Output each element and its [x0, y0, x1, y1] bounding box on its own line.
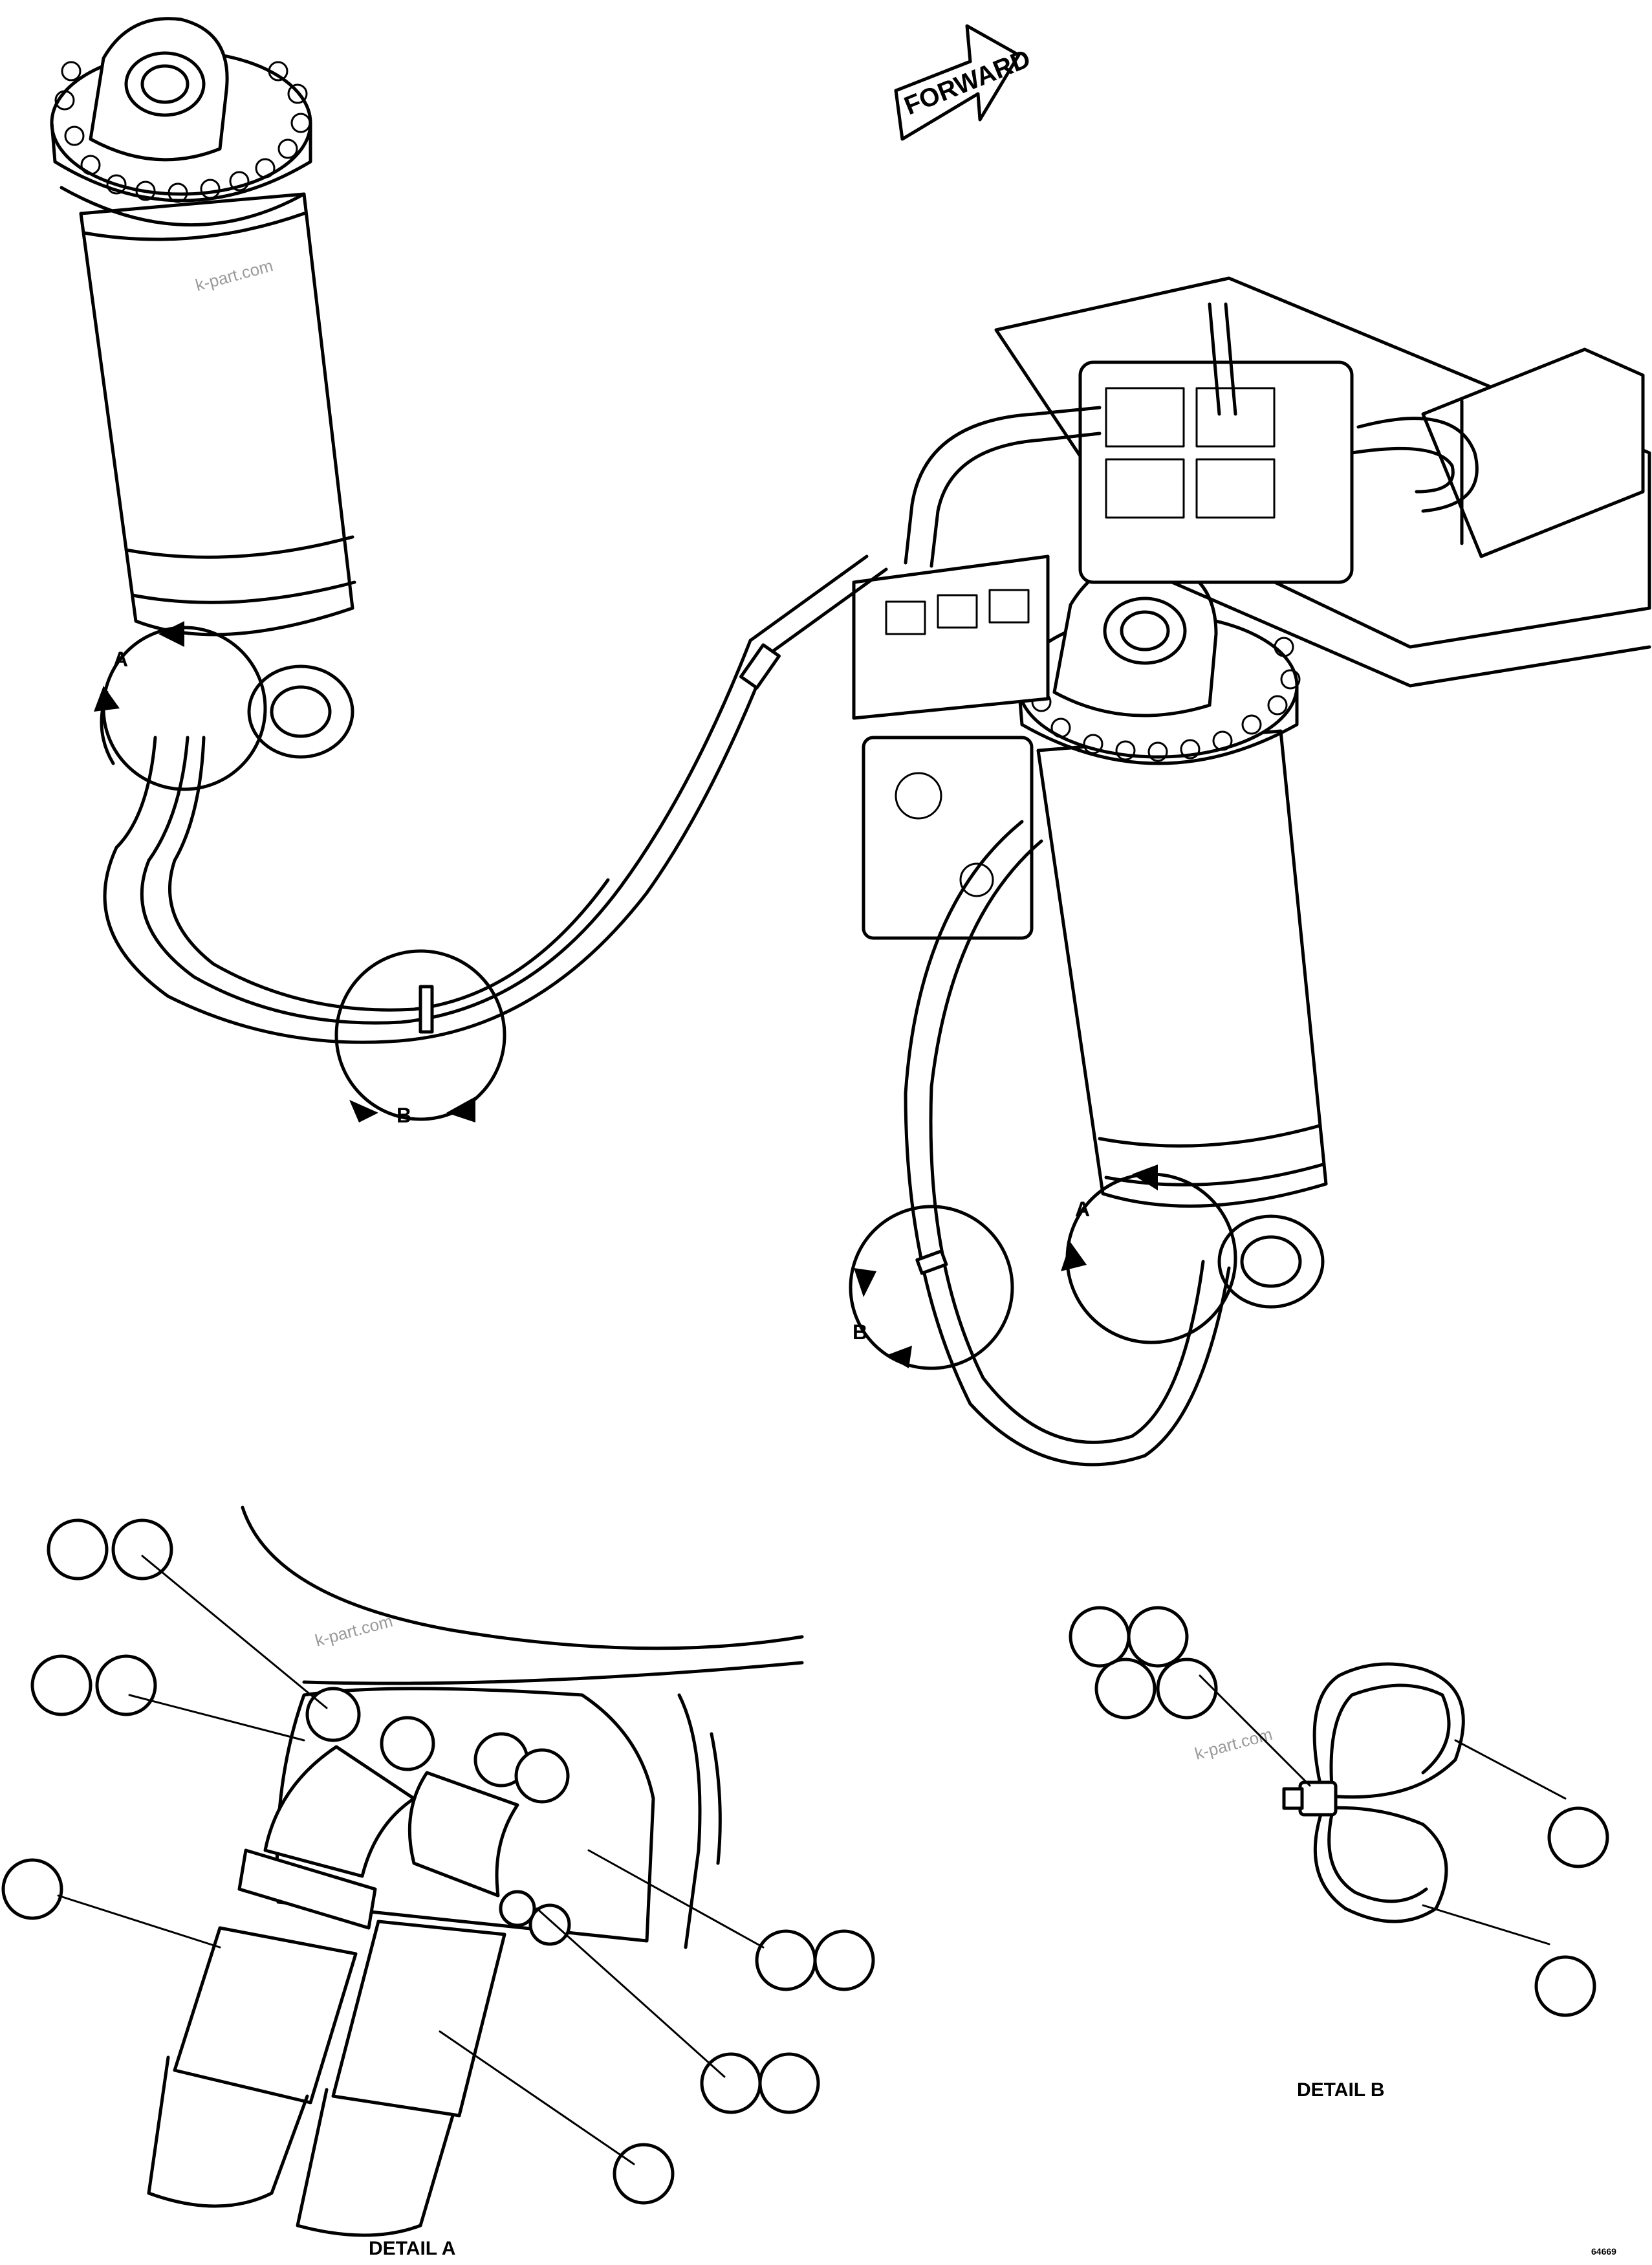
callout-a-8: [700, 2052, 762, 2114]
callout-a-4: [95, 1654, 157, 1716]
right-hydraulic-cylinder: [1017, 558, 1328, 1309]
detail-a-marker-left: A: [94, 621, 267, 791]
detail-a-title: DETAIL A: [369, 2238, 455, 2259]
detail-a-leaders: [57, 1555, 765, 2165]
detail-a-callouts: [1, 1518, 875, 2205]
detail-a-view: k-part.com: [147, 1505, 804, 2237]
valve-frame-assembly: [852, 276, 1651, 940]
callout-b-1: [1069, 1606, 1131, 1668]
callout-a-5: [1, 1858, 63, 1920]
detail-b-marker-right: B: [849, 1205, 1014, 1370]
callout-a-7: [813, 1929, 875, 1991]
callout-b-2: [1127, 1606, 1189, 1668]
detail-b-view: k-part.com: [1193, 1662, 1465, 1923]
callout-b-5: [1547, 1806, 1609, 1868]
callout-b-6: [1534, 1955, 1596, 2017]
detail-b-marker-left: B: [334, 949, 506, 1127]
callout-b-4: [1156, 1658, 1218, 1720]
detail-b-label-left: B: [397, 1104, 411, 1127]
flange-bolts: [54, 61, 311, 203]
detail-b-leaders: [1199, 1674, 1567, 1945]
callout-a-1: [47, 1518, 109, 1581]
callout-a-10: [613, 2143, 675, 2205]
detail-b-title: DETAIL B: [1297, 2079, 1385, 2101]
detail-a-label-left: A: [113, 648, 128, 671]
callout-b-3: [1094, 1658, 1157, 1720]
detail-a-marker-right: A: [1061, 1165, 1237, 1344]
detail-b-label-right: B: [853, 1320, 867, 1344]
forward-arrow: FORWARD: [894, 24, 1034, 141]
callout-a-9: [758, 2052, 820, 2114]
detail-a-label-right: A: [1075, 1198, 1090, 1221]
left-hydraulic-cylinder: k-part.com: [50, 17, 356, 759]
callout-a-3: [30, 1654, 92, 1716]
hose-routing: [103, 554, 1231, 1467]
watermark-detail-a: k-part.com: [313, 1611, 395, 1650]
callout-a-6: [755, 1929, 817, 1991]
detail-b-callouts: [1069, 1606, 1609, 2017]
callout-a-2: [111, 1518, 173, 1581]
watermark-detail-b: k-part.com: [1193, 1724, 1274, 1764]
figure-code: 64669: [1591, 2246, 1616, 2257]
